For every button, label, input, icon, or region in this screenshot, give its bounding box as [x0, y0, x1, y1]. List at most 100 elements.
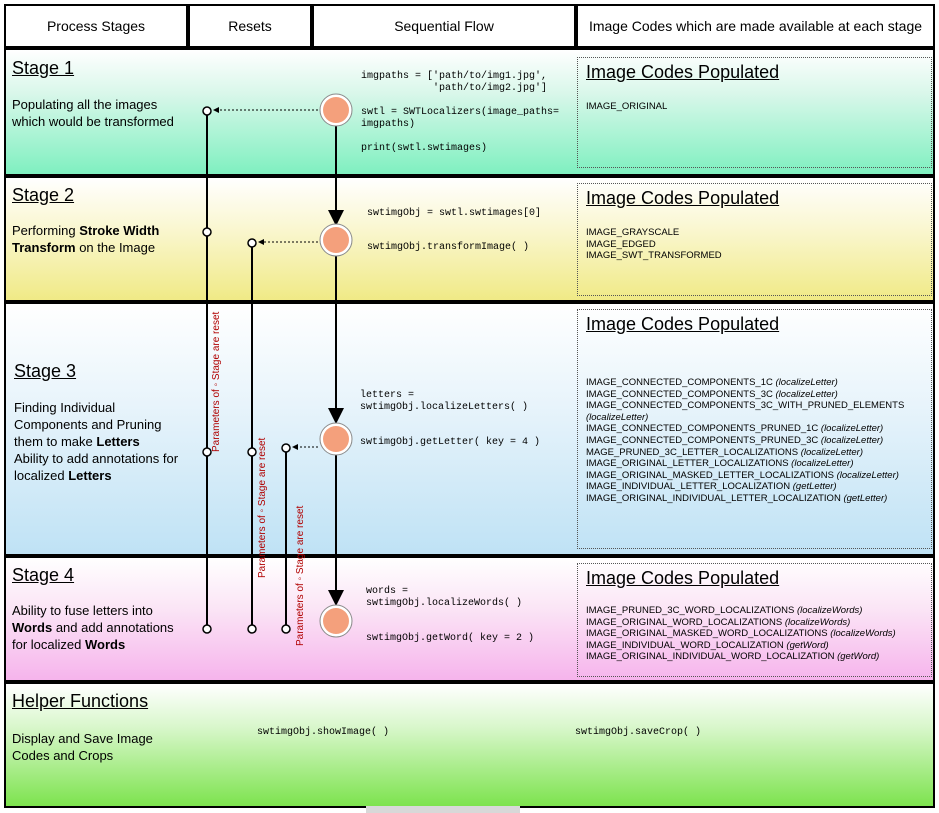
reset-label-stage-1: Parameters of ◦ Stage are reset: [211, 311, 222, 452]
image-code-name: IMAGE_CONNECTED_COMPONENTS_PRUNED_3C: [586, 434, 819, 446]
header-image-codes: Image Codes which are made available at …: [576, 4, 935, 48]
stage-3-code-a: letters = swtimgObj.localizeLetters( ): [360, 390, 529, 413]
image-code-name: IMAGE_CONNECTED_COMPONENTS_3C: [586, 388, 773, 400]
stage-1-node: [319, 93, 353, 127]
stage-2-code-b: swtimgObj.transformImage( ): [367, 242, 530, 253]
stage-1-description: Populating all the images which would be…: [12, 96, 174, 130]
image-code: IMAGE_CONNECTED_COMPONENTS_3C (localizeL…: [586, 389, 904, 401]
image-code-function: (localizeWords): [794, 605, 863, 616]
image-code-function: (localizeLetter): [833, 469, 899, 481]
codes-title: Image Codes Populated: [586, 568, 780, 588]
image-code-function: (localizeLetter): [586, 411, 649, 423]
image-code-name: IMAGE_PRUNED_3C_WORD_LOCALIZATIONS: [586, 605, 795, 616]
image-code-name: IMAGE_CONNECTED_COMPONENTS_3C_WITH_PRUNE…: [586, 400, 905, 412]
image-code: IMAGE_ORIGINAL_WORD_LOCALIZATIONS (local…: [586, 617, 896, 629]
stage-1-title: Stage 1: [12, 58, 75, 78]
codes-list: IMAGE_GRAYSCALE IMAGE_EDGED IMAGE_SWT_TR…: [586, 227, 722, 262]
image-code: (localizeLetter): [586, 412, 904, 424]
image-code-function: (localizeLetter): [818, 434, 884, 446]
image-code: IMAGE_CONNECTED_COMPONENTS_PRUNED_3C (lo…: [586, 435, 904, 447]
image-code: IMAGE_ORIGINAL_MASKED_LETTER_LOCALIZATIO…: [586, 470, 904, 482]
image-code: IMAGE_CONNECTED_COMPONENTS_3C_WITH_PRUNE…: [586, 400, 904, 412]
desc-line: Populating all the images: [12, 97, 158, 112]
desc-bold: Transform: [12, 240, 76, 255]
image-code: IMAGE_ORIGINAL_INDIVIDUAL_WORD_LOCALIZAT…: [586, 651, 896, 663]
image-code-name: IMAGE_ORIGINAL_LETTER_LOCALIZATIONS: [586, 458, 789, 470]
helper-code-show: swtimgObj.showImage( ): [257, 727, 390, 738]
stage-4-code-a: words = swtimgObj.localizeWords( ): [366, 586, 523, 609]
stage-2-node: [319, 223, 353, 257]
stage-1-code: imgpaths = ['path/to/img1.jpg', 'path/to…: [361, 71, 560, 154]
image-code: IMAGE_CONNECTED_COMPONENTS_PRUNED_1C (lo…: [586, 423, 904, 435]
image-code-name: IMAGE_INDIVIDUAL_WORD_LOCALIZATION: [586, 639, 784, 651]
desc-text: and add annotations: [52, 620, 174, 635]
desc-line: Display and Save Image: [12, 731, 153, 746]
stage-4-code-b: swtimgObj.getWord( key = 2 ): [366, 633, 535, 644]
stage-2-code-a: swtimgObj = swtl.swtimages[0]: [367, 208, 542, 219]
helper-code-save: swtimgObj.saveCrop( ): [575, 727, 702, 738]
bottom-scroll-indicator: [366, 806, 520, 813]
stage-3-codes-box: Image Codes Populated IMAGE_CONNECTED_CO…: [577, 309, 932, 549]
header-sequential-flow: Sequential Flow: [312, 4, 576, 48]
image-code-function: (localizeLetter): [818, 423, 884, 435]
image-code: IMAGE_ORIGINAL_LETTER_LOCALIZATIONS (loc…: [586, 458, 904, 470]
image-code-name: IMAGE_ORIGINAL_MASKED_LETTER_LOCALIZATIO…: [586, 469, 834, 481]
image-code: IMAGE_CONNECTED_COMPONENTS_1C (localizeL…: [586, 377, 904, 389]
reset-point: [202, 624, 212, 634]
header-label: Process Stages: [46, 18, 146, 34]
stage-4-band: [4, 556, 935, 682]
stage-3-title: Stage 3: [14, 361, 77, 381]
desc-bold: Letters: [96, 434, 140, 449]
reset-point: [281, 443, 291, 453]
image-code-name: IMAGE_ORIGINAL_INDIVIDUAL_LETTER_LOCALIZ…: [586, 492, 841, 504]
codes-title: Image Codes Populated: [586, 62, 780, 82]
image-code-function: (localizeLetter): [772, 377, 838, 388]
reset-point: [247, 447, 257, 457]
desc-line: which would be transformed: [12, 114, 174, 129]
image-code-name: IMAGE_INDIVIDUAL_LETTER_LOCALIZATION: [586, 481, 791, 493]
stage-2-band: [4, 176, 935, 302]
desc-line: Components and Pruning: [14, 417, 162, 432]
helper-description: Display and Save Image Codes and Crops: [12, 730, 153, 764]
image-code: IMAGE_INDIVIDUAL_WORD_LOCALIZATION (getW…: [586, 640, 896, 652]
desc-line: Ability to add annotations for: [14, 451, 179, 466]
header-label: Image Codes which are made available at …: [588, 18, 923, 34]
image-code: IMAGE_PRUNED_3C_WORD_LOCALIZATIONS (loca…: [586, 605, 896, 617]
reset-point: [202, 227, 212, 237]
reset-point: [247, 238, 257, 248]
image-code-function: (localizeLetter): [788, 458, 854, 470]
image-code-function: (localizeWords): [782, 616, 851, 628]
header-label: Sequential Flow: [394, 18, 494, 34]
image-code-name: IMAGE_CONNECTED_COMPONENTS_1C: [586, 377, 773, 388]
stage-3-node: [319, 422, 353, 456]
header-resets: Resets: [188, 4, 312, 48]
image-code: IMAGE_INDIVIDUAL_LETTER_LOCALIZATION (ge…: [586, 481, 904, 493]
image-code: MAGE_PRUNED_3C_LETTER_LOCALIZATIONS (loc…: [586, 447, 904, 459]
desc-line: Codes and Crops: [12, 748, 114, 763]
desc-bold: Words: [84, 637, 126, 652]
image-code-name: IMAGE_CONNECTED_COMPONENTS_PRUNED_1C: [586, 423, 819, 435]
stage-1-band: [4, 48, 935, 176]
desc-line: Ability to fuse letters into: [12, 603, 153, 618]
image-code: IMAGE_GRAYSCALE: [586, 227, 680, 238]
desc-text: localized: [14, 468, 69, 483]
header-label: Resets: [228, 18, 272, 34]
stage-3-description: Finding Individual Components and Prunin…: [14, 399, 199, 484]
image-code-name: IMAGE_ORIGINAL_MASKED_WORD_LOCALIZATIONS: [586, 628, 828, 640]
image-code: IMAGE_ORIGINAL: [586, 101, 668, 112]
codes-list: IMAGE_CONNECTED_COMPONENTS_1C (localizeL…: [586, 377, 904, 505]
desc-text: for localized: [12, 637, 85, 652]
image-code: IMAGE_SWT_TRANSFORMED: [586, 250, 722, 262]
image-code-function: (localizeWords): [827, 628, 896, 640]
desc-text: on the Image: [75, 240, 156, 255]
stage-2-codes-box: Image Codes Populated IMAGE_GRAYSCALE IM…: [577, 183, 932, 296]
image-code-function: (getLetter): [790, 481, 837, 493]
image-code-name: IMAGE_ORIGINAL_WORD_LOCALIZATIONS: [586, 616, 783, 628]
stage-2-title: Stage 2: [12, 185, 75, 205]
image-code: IMAGE_EDGED: [586, 238, 656, 250]
image-code-function: (getWord): [834, 651, 880, 663]
desc-text: Performing: [12, 223, 80, 238]
image-code-function: (localizeLetter): [798, 446, 864, 458]
header-process-stages: Process Stages: [4, 4, 188, 48]
